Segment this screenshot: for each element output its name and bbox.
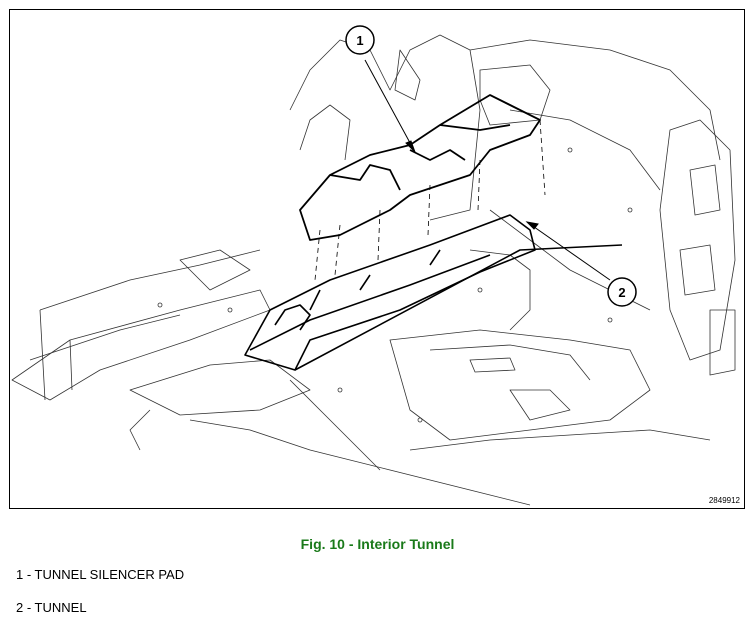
callout-1-label: 1: [356, 33, 363, 48]
figure-id-label: 2849912: [708, 496, 740, 505]
callout-2: 2: [607, 277, 637, 307]
legend-item-tunnel: 2 - TUNNEL: [16, 600, 87, 615]
tunnel-silencer-pad: [299, 94, 541, 241]
figure-caption: Fig. 10 - Interior Tunnel: [300, 536, 455, 552]
tunnel: [244, 214, 623, 371]
diagram-frame: 1 2 2849912: [9, 9, 745, 509]
callout-1: 1: [345, 25, 375, 55]
vehicle-body-linework: [11, 34, 736, 506]
alignment-lines: [314, 119, 546, 281]
leader-lines: [364, 59, 611, 281]
interior-tunnel-illustration: 1 2: [11, 25, 736, 506]
callout-2-label: 2: [618, 285, 625, 300]
legend-item-tunnel-silencer-pad: 1 - TUNNEL SILENCER PAD: [16, 567, 185, 582]
